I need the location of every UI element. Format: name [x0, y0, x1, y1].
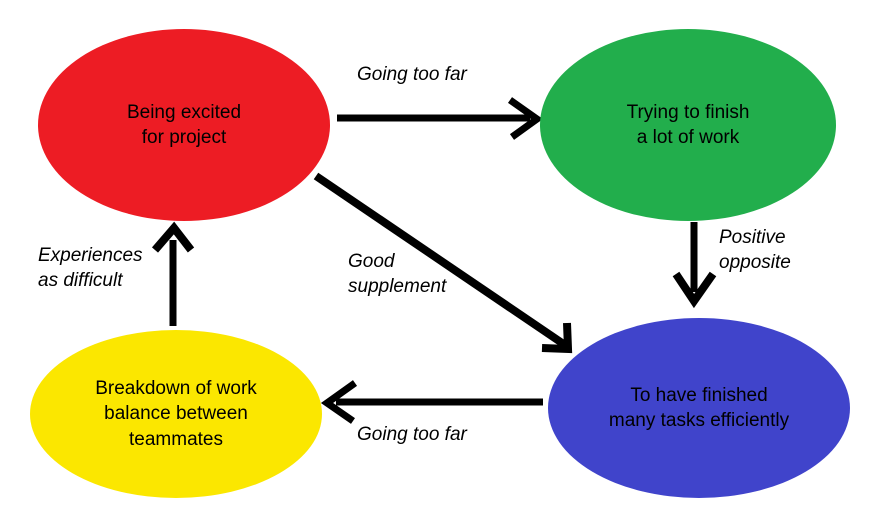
edge-label-green-to-blue: Positive opposite [719, 227, 791, 274]
arrow-red-to-green [337, 97, 544, 140]
edge-label-red-to-green: Going too far [357, 64, 467, 85]
node-breakdown-of-work-balance[interactable]: Breakdown of work balance between teamma… [30, 330, 322, 498]
node-label-yellow: Breakdown of work balance between teamma… [95, 378, 257, 450]
edge-label-red-to-blue: Good supplement [348, 251, 447, 298]
node-label-red: Being excited for project [126, 101, 242, 148]
node-label-blue: To have finished many tasks efficiently [608, 384, 790, 431]
node-to-have-finished-many-tasks[interactable]: To have finished many tasks efficiently [548, 318, 850, 498]
arrow-green-to-blue [672, 222, 717, 309]
edge-label-blue-to-yellow: Going too far [357, 424, 467, 445]
node-label-green: Trying to finish a lot of work [626, 101, 750, 148]
arrow-blue-to-yellow [320, 380, 543, 424]
node-trying-to-finish-a-lot-of-work[interactable]: Trying to finish a lot of work [540, 29, 836, 221]
arrow-yellow-to-red [151, 221, 195, 326]
node-being-excited-for-project[interactable]: Being excited for project [38, 29, 330, 221]
edge-label-yellow-to-red: Experiences as difficult [38, 245, 143, 292]
